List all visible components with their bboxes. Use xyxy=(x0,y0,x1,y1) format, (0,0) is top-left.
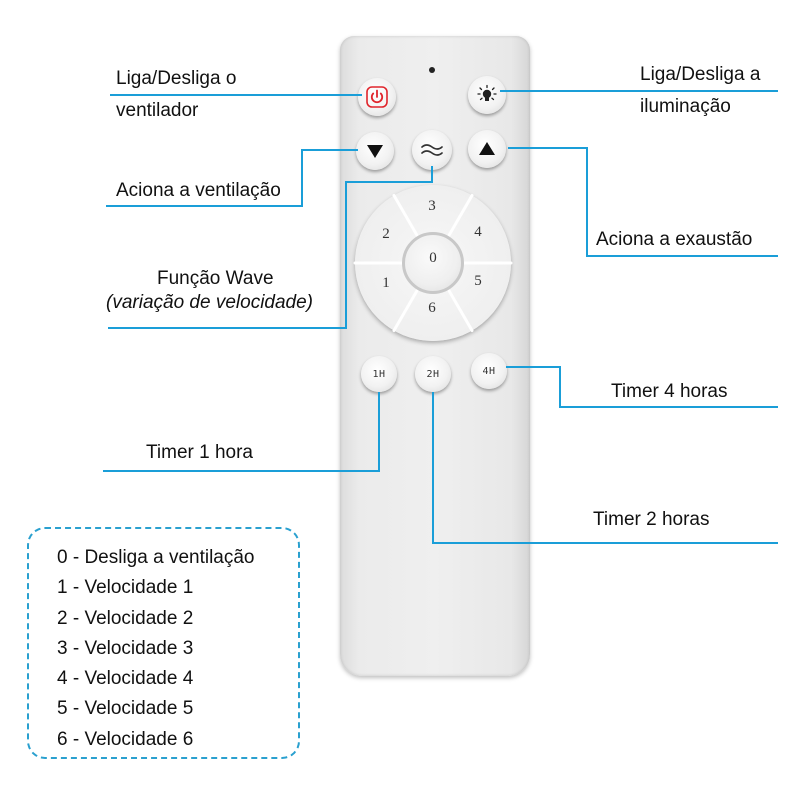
triangle-down-icon xyxy=(367,145,383,158)
speed-4-button[interactable]: 4 xyxy=(474,224,482,240)
timer-4h-button[interactable]: 4H xyxy=(471,353,507,389)
speed-6-button[interactable]: 6 xyxy=(428,300,436,316)
callout-power-fan-line1: Liga/Desliga o xyxy=(116,68,237,89)
legend-item: 3 - Velocidade 3 xyxy=(57,637,194,659)
lightbulb-icon xyxy=(477,84,497,101)
wave-icon xyxy=(421,144,443,156)
legend-item: 0 - Desliga a ventilação xyxy=(57,547,255,568)
callout-wave-line2: (variação de velocidade) xyxy=(106,292,314,313)
callout-timer4: Timer 4 horas xyxy=(611,381,728,402)
exhaust-button[interactable] xyxy=(468,130,506,168)
callout-power-fan-line2: ventilador xyxy=(116,100,199,121)
speed-0-label: 0 xyxy=(429,250,437,266)
legend-item: 2 - Velocidade 2 xyxy=(57,607,194,629)
light-button[interactable] xyxy=(468,76,506,114)
timer-1h-button[interactable]: 1H xyxy=(361,356,397,392)
speed-legend: 0 - Desliga a ventilação 1 - Velocidade … xyxy=(27,527,300,759)
speed-5-button[interactable]: 5 xyxy=(474,273,482,289)
legend-item: 1 - Velocidade 1 xyxy=(57,577,194,599)
speed-2-button[interactable]: 2 xyxy=(382,226,390,242)
ir-sensor xyxy=(429,67,435,73)
speed-3-button[interactable]: 3 xyxy=(428,198,436,214)
callout-light-line2: iluminação xyxy=(640,96,731,117)
callout-timer1: Timer 1 hora xyxy=(146,442,253,463)
callout-ventilation: Aciona a ventilação xyxy=(116,180,281,201)
legend-item: 5 - Velocidade 5 xyxy=(57,698,194,720)
legend-item: 6 - Velocidade 6 xyxy=(57,728,194,750)
power-button[interactable] xyxy=(358,78,396,116)
callout-light-line1: Liga/Desliga a xyxy=(640,64,761,85)
triangle-up-icon xyxy=(479,142,495,155)
callout-exhaust: Aciona a exaustão xyxy=(596,229,753,250)
ventilation-button[interactable] xyxy=(356,132,394,170)
callout-timer2: Timer 2 horas xyxy=(593,509,710,530)
speed-1-button[interactable]: 1 xyxy=(382,275,390,291)
legend-item: 4 - Velocidade 4 xyxy=(57,668,194,690)
timer-2h-button[interactable]: 2H xyxy=(415,356,451,392)
wave-button[interactable] xyxy=(412,130,452,170)
power-icon xyxy=(366,86,388,108)
callout-wave-line1: Função Wave xyxy=(157,268,274,289)
